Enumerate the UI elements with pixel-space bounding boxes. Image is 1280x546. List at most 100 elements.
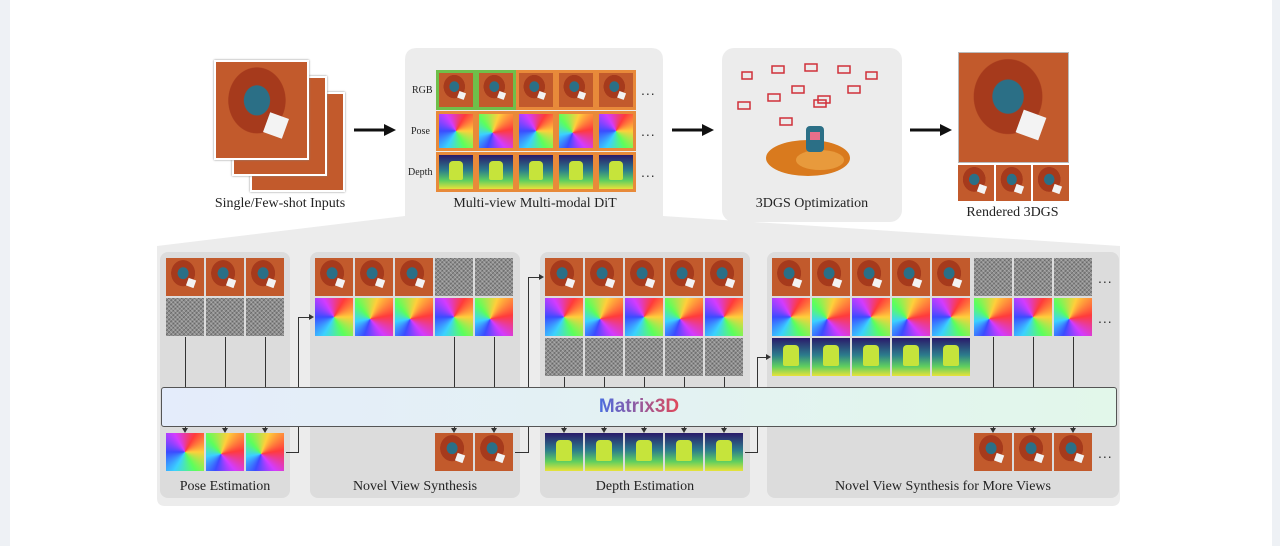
connector-line: [494, 337, 495, 387]
dit-pose-tile: [516, 111, 556, 151]
dit-pose-tile: [476, 111, 516, 151]
connector-line: [515, 452, 528, 453]
dit-pose-tile: [556, 111, 596, 151]
dit-rgb-tile: [476, 70, 516, 110]
ellipsis: ...: [1098, 310, 1113, 326]
connector-line: [604, 377, 605, 387]
tile-pose: [246, 433, 284, 471]
tile-pose: [852, 298, 890, 336]
arrowhead: [721, 428, 727, 433]
tile-pose: [625, 298, 663, 336]
input-label: Single/Few-shot Inputs: [214, 196, 346, 211]
arrowhead: [539, 274, 544, 280]
dit-ellipsis: ...: [641, 82, 656, 98]
tile-rgb: [1014, 433, 1052, 471]
rendered-small-view: [1033, 165, 1069, 201]
tile-pose: [585, 298, 623, 336]
dit-label: Multi-view Multi-modal DiT: [453, 196, 617, 211]
arrowhead: [491, 428, 497, 433]
rendered-main-view: [958, 52, 1069, 163]
tile-noise: [206, 298, 244, 336]
gs-point-cloud: [737, 63, 878, 176]
task-label-pose: Pose Estimation: [179, 479, 271, 494]
tile-noise: [585, 338, 623, 376]
tile-rgb: [892, 258, 930, 296]
tile-noise: [545, 338, 583, 376]
task-label-depth: Depth Estimation: [595, 479, 695, 494]
dit-rgb-tile: [556, 70, 596, 110]
connector-line: [644, 425, 645, 429]
connector-line: [454, 425, 455, 429]
connector-line: [993, 337, 994, 387]
tile-depth: [545, 433, 583, 471]
arrowhead: [1070, 428, 1076, 433]
ellipsis: ...: [1098, 445, 1113, 461]
tile-rgb: [355, 258, 393, 296]
tile-rgb: [315, 258, 353, 296]
gs-label: 3DGS Optimization: [755, 196, 869, 211]
connector-line: [1073, 337, 1074, 387]
connector-line: [684, 377, 685, 387]
tile-noise: [1054, 258, 1092, 296]
dit-ellipsis: ...: [641, 164, 656, 180]
tile-noise: [246, 298, 284, 336]
connector-line: [564, 425, 565, 429]
dit-pose-tile: [436, 111, 476, 151]
dit-rgb-tile: [516, 70, 556, 110]
connector-line: [265, 425, 266, 429]
tile-pose: [435, 298, 473, 336]
tile-pose: [315, 298, 353, 336]
ellipsis: ...: [1098, 270, 1113, 286]
connector-line: [185, 425, 186, 429]
arrowhead: [601, 428, 607, 433]
connector-line: [1033, 337, 1034, 387]
tile-depth: [892, 338, 930, 376]
arrowhead: [182, 428, 188, 433]
tile-noise: [435, 258, 473, 296]
dit-depth-tile: [556, 152, 596, 192]
tile-rgb: [206, 258, 244, 296]
tile-rgb: [435, 433, 473, 471]
arrowhead: [990, 428, 996, 433]
arrowhead: [766, 354, 771, 360]
dit-rgb-tile: [436, 70, 476, 110]
tile-depth: [932, 338, 970, 376]
tile-pose: [812, 298, 850, 336]
tile-rgb: [625, 258, 663, 296]
connector-line: [684, 425, 685, 429]
row-label-rgb: RGB: [412, 85, 433, 96]
rendered-small-view: [958, 165, 994, 201]
tile-noise: [1014, 258, 1052, 296]
connector-line: [644, 377, 645, 387]
rendered-small-view: [996, 165, 1031, 201]
tile-pose: [772, 298, 810, 336]
connector-line: [265, 337, 266, 387]
tile-rgb: [932, 258, 970, 296]
tile-rgb: [475, 433, 513, 471]
connector-line: [494, 425, 495, 429]
tile-rgb: [246, 258, 284, 296]
tile-depth: [812, 338, 850, 376]
tile-rgb: [395, 258, 433, 296]
tile-rgb: [852, 258, 890, 296]
tile-pose: [665, 298, 703, 336]
connector-line: [604, 425, 605, 429]
model-name: Matrix3D: [598, 396, 680, 417]
right-edge: [1272, 0, 1280, 546]
tile-noise: [475, 258, 513, 296]
tile-noise: [974, 258, 1012, 296]
task-label-nvs-more: Novel View Synthesis for More Views: [835, 479, 1051, 494]
tile-pose: [545, 298, 583, 336]
tile-depth: [665, 433, 703, 471]
tile-rgb: [1054, 433, 1092, 471]
connector-line: [757, 357, 767, 358]
tile-rgb: [545, 258, 583, 296]
connector-line: [528, 277, 529, 453]
tile-noise: [705, 338, 743, 376]
tile-rgb: [585, 258, 623, 296]
tile-pose: [395, 298, 433, 336]
tile-pose: [892, 298, 930, 336]
arrow-gs-to-render: [910, 124, 952, 136]
arrowhead: [681, 428, 687, 433]
connector-line: [298, 317, 310, 318]
